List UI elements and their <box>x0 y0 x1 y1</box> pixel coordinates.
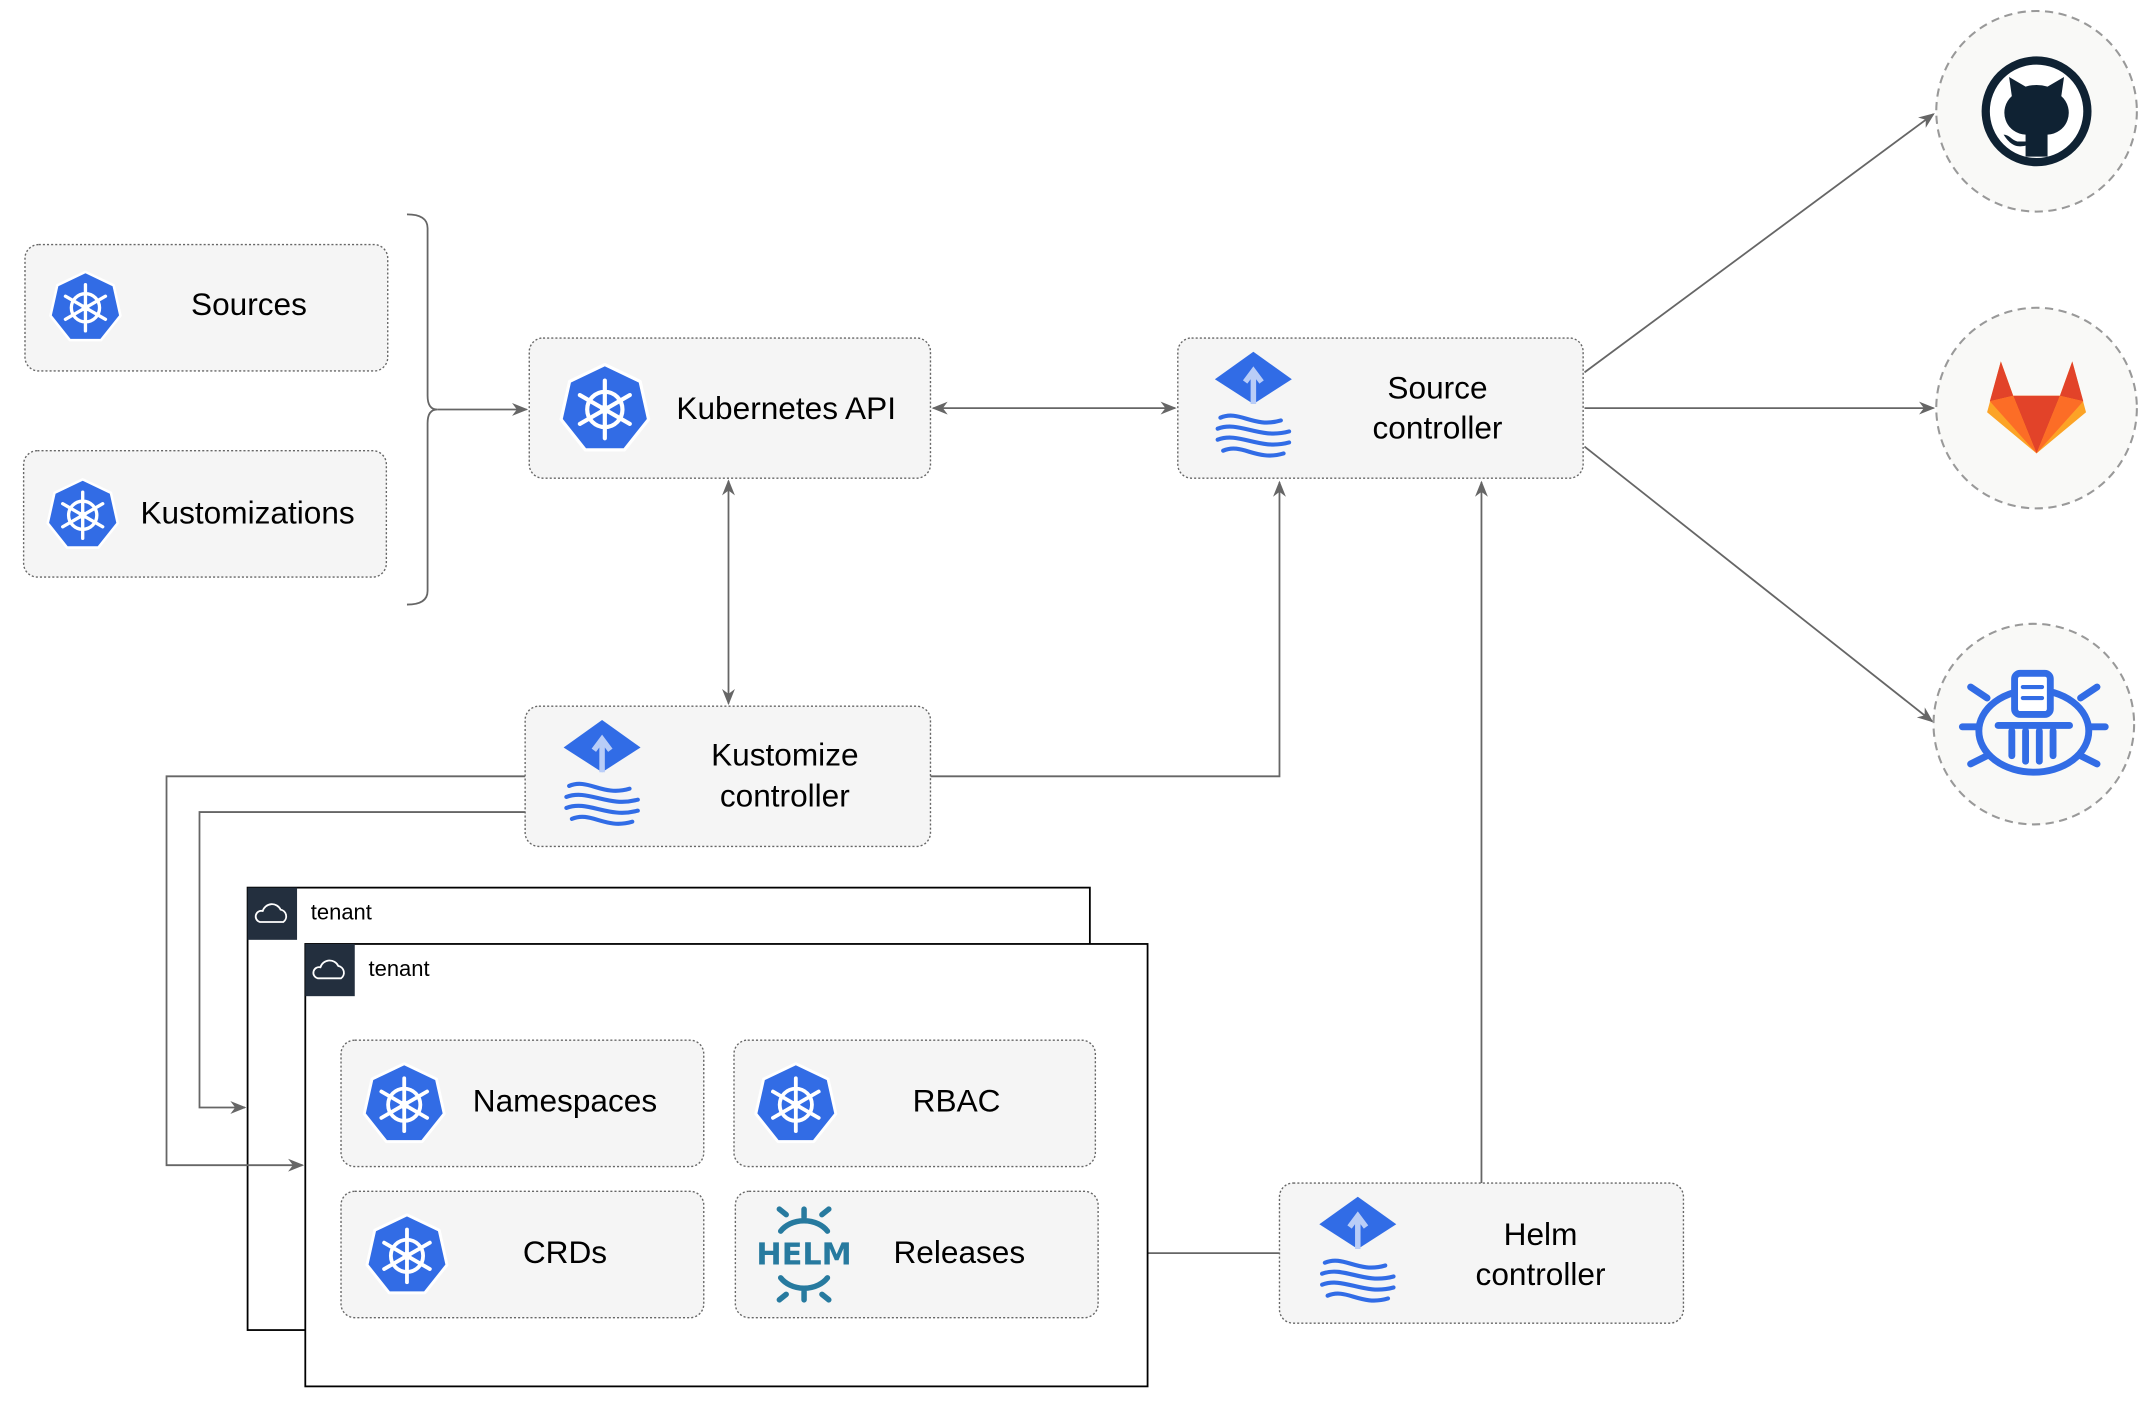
node-helm-controller[interactable]: Helm controller <box>1278 1182 1685 1324</box>
source-bucket[interactable] <box>1932 622 2136 826</box>
edge-source-to-bucket <box>1583 445 1934 723</box>
cloud-icon-bg <box>305 943 355 997</box>
edge-kustomize-to-source <box>930 480 1286 778</box>
helm-icon: HELM <box>756 1206 852 1303</box>
node-kubernetes-api[interactable]: Kubernetes API <box>528 337 932 479</box>
node-label: CRDs <box>523 1234 607 1270</box>
node-namespaces[interactable]: Namespaces <box>340 1039 705 1168</box>
source-gitlab[interactable] <box>1935 306 2138 510</box>
node-sources[interactable]: Sources <box>24 243 389 372</box>
edge-source-to-github <box>1583 113 1935 374</box>
tenant-label: tenant <box>369 956 430 981</box>
edge-kustomize-to-tenant-back <box>198 811 526 1114</box>
node-label: Namespaces <box>473 1083 657 1119</box>
node-crds[interactable]: CRDs <box>340 1190 705 1319</box>
node-label-line2: controller <box>1373 409 1503 445</box>
node-source-controller[interactable]: Source controller <box>1177 337 1584 479</box>
node-label-line2: controller <box>720 778 850 814</box>
node-label: Sources <box>191 286 307 322</box>
node-label: RBAC <box>913 1083 1001 1119</box>
node-kustomizations[interactable]: Kustomizations <box>22 449 388 578</box>
gitlab-icon <box>1987 361 2087 454</box>
github-icon <box>1981 56 2092 167</box>
source-github[interactable] <box>1935 9 2138 213</box>
node-kustomize-controller[interactable]: Kustomize controller <box>524 705 932 848</box>
cloud-icon <box>312 959 345 980</box>
tenant-label: tenant <box>311 900 372 925</box>
node-label: Kubernetes API <box>676 390 896 426</box>
node-rbac[interactable]: RBAC <box>733 1039 1097 1168</box>
node-releases[interactable]: HELM Releases <box>734 1190 1099 1319</box>
edge-kustomize-to-tenant-front <box>165 775 526 1172</box>
svg-text:HELM: HELM <box>756 1237 851 1272</box>
cloud-icon-bg <box>247 887 298 940</box>
cloud-icon <box>254 903 288 923</box>
sources-brace <box>406 213 438 606</box>
node-label-line1: Helm <box>1504 1216 1578 1252</box>
node-label-line1: Source <box>1387 370 1487 406</box>
bucket-icon <box>1958 669 2109 776</box>
node-label: Kustomizations <box>140 495 354 531</box>
node-label-line1: Kustomize <box>711 736 858 772</box>
node-label: Releases <box>893 1234 1025 1270</box>
node-label-line2: controller <box>1476 1256 1606 1292</box>
